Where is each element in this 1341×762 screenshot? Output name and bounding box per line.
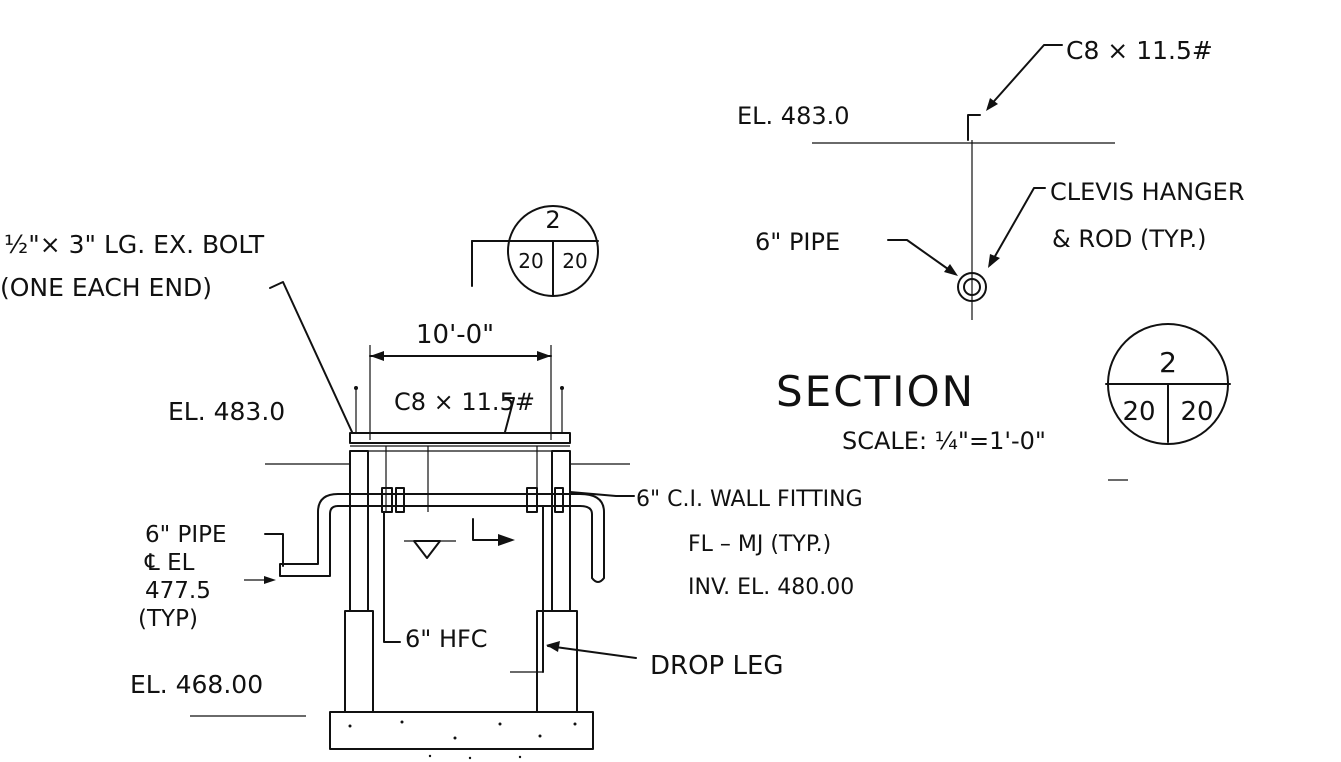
hanger-rods — [385, 446, 538, 512]
drop-leg-label: DROP LEG — [650, 651, 784, 681]
detail-pipe — [957, 272, 987, 302]
marker-title-left: 20 — [1122, 397, 1155, 427]
section-marker-title: 2 20 20 — [1105, 323, 1231, 445]
marker-title-right: 20 — [1180, 397, 1213, 427]
pipe-left-leader — [264, 533, 284, 567]
elevation-bottom: EL. 468.00 — [130, 670, 263, 699]
marker-main-top: 2 — [545, 206, 560, 234]
clevis-line1: CLEVIS HANGER — [1050, 178, 1245, 206]
section-title: SECTION — [776, 367, 975, 416]
channel-detail-label: C8 × 11.5# — [1066, 36, 1213, 65]
hfc-leader — [383, 511, 401, 643]
span-dimension-line — [369, 345, 552, 440]
bolt-label-line1: ½"× 3" LG. EX. BOLT — [4, 230, 265, 259]
main-pipe — [337, 487, 581, 513]
wall-fitting-line3: INV. EL. 480.00 — [688, 575, 854, 600]
left-pipe-drop — [279, 493, 339, 577]
marker-main-left: 20 — [518, 249, 543, 273]
tank-walls — [344, 450, 578, 713]
bolt-leader — [269, 281, 353, 433]
pipe-detail-label: 6" PIPE — [755, 228, 840, 256]
drop-leg-leader — [547, 645, 637, 659]
pipe-detail-leader — [887, 239, 956, 275]
bolt-label-line2: (ONE EACH END) — [0, 273, 212, 302]
wall-fitting-line1: 6" C.I. WALL FITTING — [636, 487, 863, 512]
footing-speckle — [348, 720, 577, 760]
pipe-left-line1: 6" PIPE — [145, 522, 227, 548]
section-scale: SCALE: ¼"=1'-0" — [842, 427, 1046, 455]
right-pipe-drop — [579, 493, 605, 583]
elevation-top-left: EL. 483.0 — [168, 397, 285, 426]
hfc-label: 6" HFC — [405, 625, 488, 653]
clevis-line2: & ROD (TYP.) — [1052, 225, 1206, 253]
marker-main-right: 20 — [562, 249, 587, 273]
clevis-leader — [989, 187, 1046, 266]
elevation-detail: EL. 483.0 — [737, 102, 850, 130]
wall-fitting-leader — [569, 491, 635, 497]
span-dimension-label: 10'-0" — [416, 320, 494, 350]
detail-channel — [967, 114, 981, 320]
pipe-left-line3: 477.5 — [145, 578, 211, 604]
marker-title-top: 2 — [1159, 346, 1177, 379]
channel-beam — [349, 386, 571, 452]
channel-detail-leader — [987, 44, 1063, 109]
water-level-symbol — [413, 540, 441, 559]
section-marker-main: 2 20 20 — [471, 205, 599, 297]
flow-arrow — [472, 518, 511, 541]
footing — [329, 711, 594, 750]
channel-main-leader — [504, 397, 515, 433]
pipe-left-line2: ℄ EL — [144, 550, 195, 576]
pipe-left-line4: (TYP) — [138, 606, 198, 632]
wall-fitting-line2: FL – MJ (TYP.) — [688, 532, 831, 557]
